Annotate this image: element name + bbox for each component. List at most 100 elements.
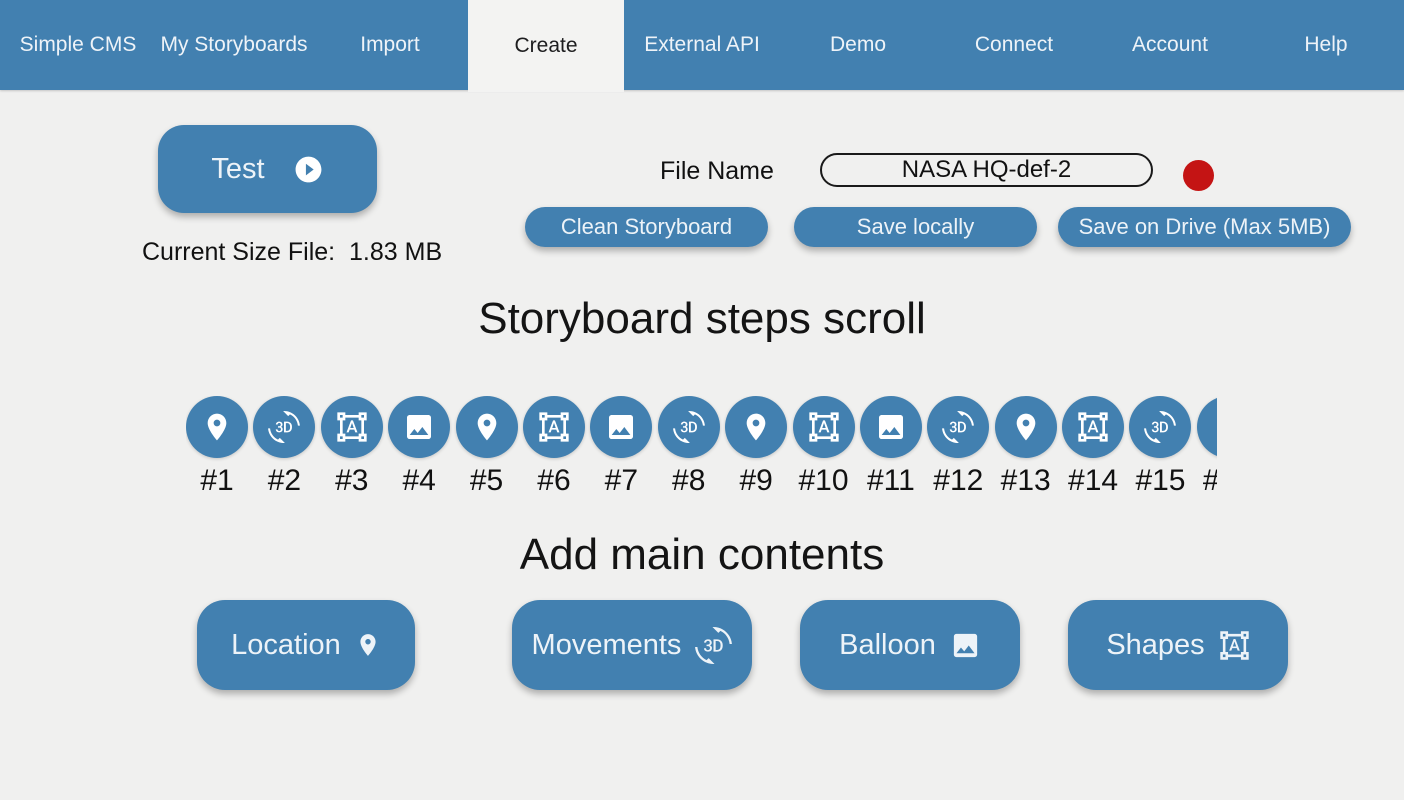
step-13-circle[interactable] (994, 396, 1057, 458)
location-button-label: Location (231, 628, 341, 661)
step-label: #5 (469, 464, 504, 497)
step-label: #15 (1135, 464, 1186, 497)
step-5-circle[interactable] (455, 396, 518, 458)
nav-item-demo[interactable]: Demo (829, 33, 887, 56)
test-button[interactable]: Test (158, 125, 377, 213)
storyboard-steps-scroll[interactable]: #1 #2 #3 #4 #5 #6 #7 #8 (186, 396, 1217, 502)
step-16-circle[interactable] (1196, 396, 1217, 458)
step-10-circle[interactable] (792, 396, 855, 458)
nav-item-help[interactable]: Help (1304, 33, 1348, 56)
step-9[interactable]: #9 (725, 396, 788, 502)
status-dot (1183, 160, 1214, 191)
step-11-circle[interactable] (859, 396, 922, 458)
test-button-label: Test (211, 152, 265, 185)
step-14-circle[interactable] (1062, 396, 1125, 458)
location-pin-icon (1010, 411, 1042, 443)
step-4[interactable]: #4 (388, 396, 451, 502)
step-12[interactable]: #12 (927, 396, 990, 502)
step-label: #2 (267, 464, 302, 497)
step-15-circle[interactable] (1129, 396, 1192, 458)
add-main-contents-heading: Add main contents (519, 530, 885, 579)
step-7[interactable]: #7 (590, 396, 653, 502)
step-6-circle[interactable] (522, 396, 585, 458)
movements-button[interactable]: Movements (512, 600, 752, 690)
step-label: #1 (200, 464, 234, 497)
shapes-button-label: Shapes (1106, 628, 1205, 661)
location-button[interactable]: Location (197, 600, 415, 690)
nav-item-simple-cms[interactable]: Simple CMS (19, 33, 137, 56)
step-label: #12 (933, 464, 984, 497)
balloon-button[interactable]: Balloon (800, 600, 1020, 690)
step-label: #3 (335, 464, 369, 497)
play-circle-icon (293, 154, 324, 185)
format-shapes-icon (1219, 630, 1250, 661)
step-label: #8 (672, 464, 706, 497)
current-size-value: 1.83 MB (349, 238, 443, 266)
step-14[interactable]: #14 (1062, 396, 1125, 502)
step-4-circle[interactable] (388, 396, 451, 458)
clean-storyboard-button[interactable]: Clean Storyboard (525, 207, 768, 247)
image-icon (605, 411, 637, 443)
current-size-text: Current Size File: 1.83 MB (142, 238, 442, 267)
nav-item-import[interactable]: Import (360, 33, 420, 56)
nav-item-my-storyboards[interactable]: My Storyboards (160, 33, 308, 56)
balloon-button-label: Balloon (839, 628, 936, 661)
step-label: #10 (798, 464, 849, 497)
nav-item-account[interactable]: Account (1132, 33, 1208, 56)
step-13[interactable]: #13 (994, 396, 1057, 502)
step-3-circle[interactable] (320, 396, 383, 458)
step-15[interactable]: #15 (1129, 396, 1192, 502)
step-5[interactable]: #5 (455, 396, 518, 502)
step-2-circle[interactable] (253, 396, 316, 458)
step-9-circle[interactable] (725, 396, 788, 458)
step-7-circle[interactable] (590, 396, 653, 458)
3d-rotation-icon (695, 627, 732, 664)
file-name-input[interactable] (820, 153, 1153, 187)
step-label: #9 (739, 464, 773, 497)
location-pin-icon (740, 411, 772, 443)
save-locally-button[interactable]: Save locally (794, 207, 1037, 247)
nav-item-external-api[interactable]: External API (644, 33, 760, 56)
3d-rotation-icon (1144, 411, 1176, 443)
step-6[interactable]: #6 (522, 396, 585, 502)
format-shapes-icon (538, 411, 570, 443)
step-1-circle[interactable] (186, 396, 248, 458)
nav-item-create[interactable]: Create (468, 0, 624, 92)
format-shapes-icon (1077, 411, 1109, 443)
nav-item-connect[interactable]: Connect (974, 33, 1054, 56)
storyboard-steps-heading: Storyboard steps scroll (478, 294, 926, 343)
step-8-circle[interactable] (657, 396, 720, 458)
step-label: #7 (604, 464, 639, 497)
step-1[interactable]: #1 (186, 396, 248, 502)
3d-rotation-icon (673, 411, 705, 443)
step-8[interactable]: #8 (657, 396, 720, 502)
step-12-circle[interactable] (927, 396, 990, 458)
step-11[interactable]: #11 (859, 396, 922, 502)
current-size-label: Current Size File: (142, 238, 336, 266)
movements-button-label: Movements (531, 628, 682, 661)
location-pin-icon (201, 411, 233, 443)
step-2[interactable]: #2 (253, 396, 316, 502)
format-shapes-icon (336, 411, 368, 443)
step-3[interactable]: #3 (320, 396, 383, 502)
location-pin-icon (355, 632, 381, 658)
step-label: #14 (1068, 464, 1119, 497)
step-16[interactable]: #16 (1196, 396, 1217, 502)
image-icon (403, 411, 435, 443)
step-label: #4 (402, 464, 436, 497)
location-pin-icon (1212, 411, 1217, 443)
location-pin-icon (471, 411, 503, 443)
3d-rotation-icon (268, 411, 300, 443)
top-navbar: Simple CMS My Storyboards Import Create … (0, 0, 1404, 92)
3d-rotation-icon (942, 411, 974, 443)
image-icon (950, 630, 981, 661)
step-label: #13 (1000, 464, 1051, 497)
format-shapes-icon (808, 411, 840, 443)
file-name-label: File Name (660, 157, 774, 185)
shapes-button[interactable]: Shapes (1068, 600, 1288, 690)
save-on-drive-button[interactable]: Save on Drive (Max 5MB) (1058, 207, 1351, 247)
step-10[interactable]: #10 (792, 396, 855, 502)
image-icon (875, 411, 907, 443)
step-label: #16 (1203, 464, 1217, 498)
